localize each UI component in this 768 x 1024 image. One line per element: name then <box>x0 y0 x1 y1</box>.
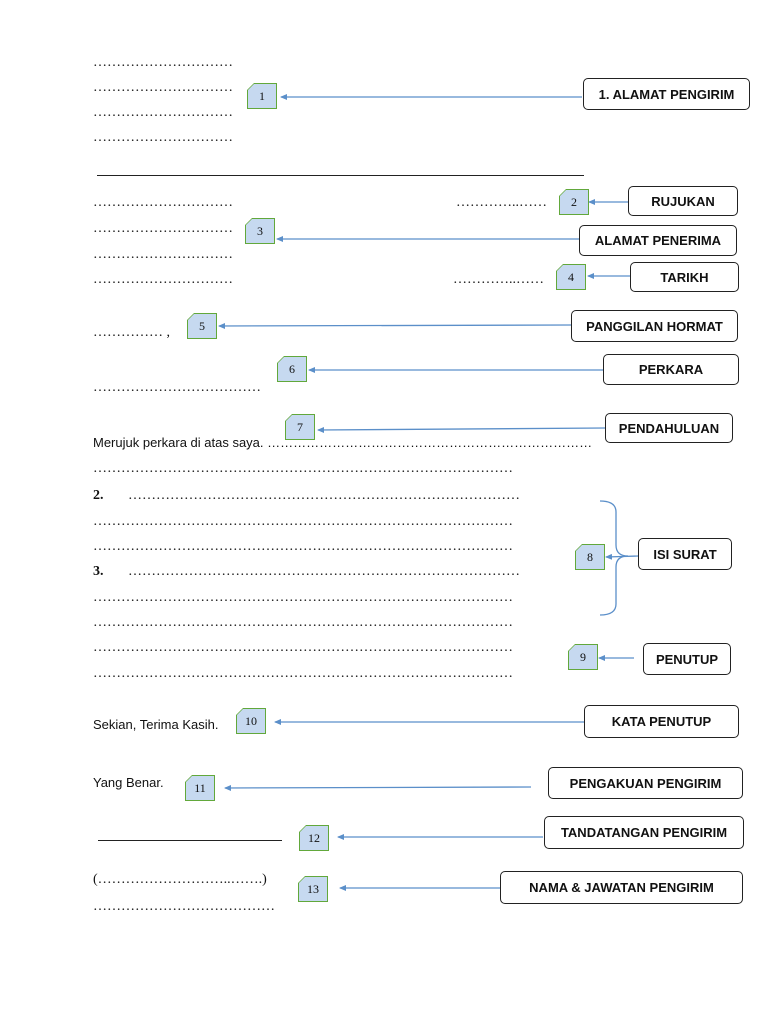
label-recipient-address: ALAMAT PENERIMA <box>579 225 737 256</box>
sender-address-line-3: ………………………… <box>93 105 233 120</box>
marker-8: 8 <box>575 544 605 570</box>
signature-rule <box>98 840 282 841</box>
arrow-7 <box>317 426 606 433</box>
intro-line-2: ……………………………………………………………………………… <box>93 461 513 476</box>
marker-7: 7 <box>285 414 315 440</box>
letterhead-rule <box>97 175 584 176</box>
sender-address-line-2: ………………………… <box>93 80 233 95</box>
recipient-address-line-3: ………………………… <box>93 247 233 262</box>
marker-3: 3 <box>245 218 275 244</box>
recipient-address-line-1: ………………………… <box>93 195 233 210</box>
marker-11: 11 <box>185 775 215 801</box>
recipient-address-line-2: ………………………… <box>93 221 233 236</box>
paragraph-2-line-1: ………………………………………………………………………… <box>128 488 520 503</box>
arrow-5 <box>218 322 572 329</box>
marker-10: 10 <box>236 708 266 734</box>
subject-line: ……………………………… <box>93 380 261 395</box>
name-line: (………………………..…….) <box>93 872 267 887</box>
reference-line: …………..…… <box>456 195 547 210</box>
marker-12: 12 <box>299 825 329 851</box>
label-subject: PERKARA <box>603 354 739 385</box>
label-sender-address: 1. ALAMAT PENGIRIM <box>583 78 750 110</box>
closing-para-line-1: ……………………………………………………………………………… <box>93 640 513 655</box>
salutation-line: …………… , <box>93 325 170 340</box>
introduction-text: Merujuk perkara di atas saya. …………………………… <box>93 435 593 450</box>
date-line: …………..…… <box>453 272 544 287</box>
label-introduction: PENDAHULUAN <box>605 413 733 443</box>
marker-1: 1 <box>247 83 277 109</box>
label-sender-name-position: NAMA & JAWATAN PENGIRIM <box>500 871 743 904</box>
label-closing: PENUTUP <box>643 643 731 675</box>
marker-4: 4 <box>556 264 586 290</box>
marker-5: 5 <box>187 313 217 339</box>
closing-para-line-2: ……………………………………………………………………………… <box>93 666 513 681</box>
arrow-11 <box>224 784 532 791</box>
content-bracket <box>599 500 629 616</box>
label-letter-content: ISI SURAT <box>638 538 732 570</box>
closing-text: Sekian, Terima Kasih. <box>93 717 219 732</box>
label-reference: RUJUKAN <box>628 186 738 216</box>
paragraph-3-number: 3. <box>93 564 104 579</box>
paragraph-2-number: 2. <box>93 488 104 503</box>
marker-6: 6 <box>277 356 307 382</box>
paragraph-3-line-3: ……………………………………………………………………………… <box>93 615 513 630</box>
paragraph-3-line-2: ……………………………………………………………………………… <box>93 590 513 605</box>
sender-address-line-4: ………………………… <box>93 130 233 145</box>
sender-address-line-1: ………………………… <box>93 55 233 70</box>
paragraph-2-line-3: ……………………………………………………………………………… <box>93 539 513 554</box>
label-sender-acknowledgement: PENGAKUAN PENGIRIM <box>548 767 743 799</box>
marker-13: 13 <box>298 876 328 902</box>
marker-2: 2 <box>559 189 589 215</box>
yours-text: Yang Benar. <box>93 775 164 790</box>
position-line: ………………………………… <box>93 899 275 914</box>
paragraph-2-line-2: ……………………………………………………………………………… <box>93 514 513 529</box>
paragraph-3-line-1: ………………………………………………………………………… <box>128 564 520 579</box>
label-sender-signature: TANDATANGAN PENGIRIM <box>544 816 744 849</box>
label-salutation: PANGGILAN HORMAT <box>571 310 738 342</box>
marker-9: 9 <box>568 644 598 670</box>
label-closing-words: KATA PENUTUP <box>584 705 739 738</box>
recipient-address-line-4: ………………………… <box>93 272 233 287</box>
label-date: TARIKH <box>630 262 739 292</box>
